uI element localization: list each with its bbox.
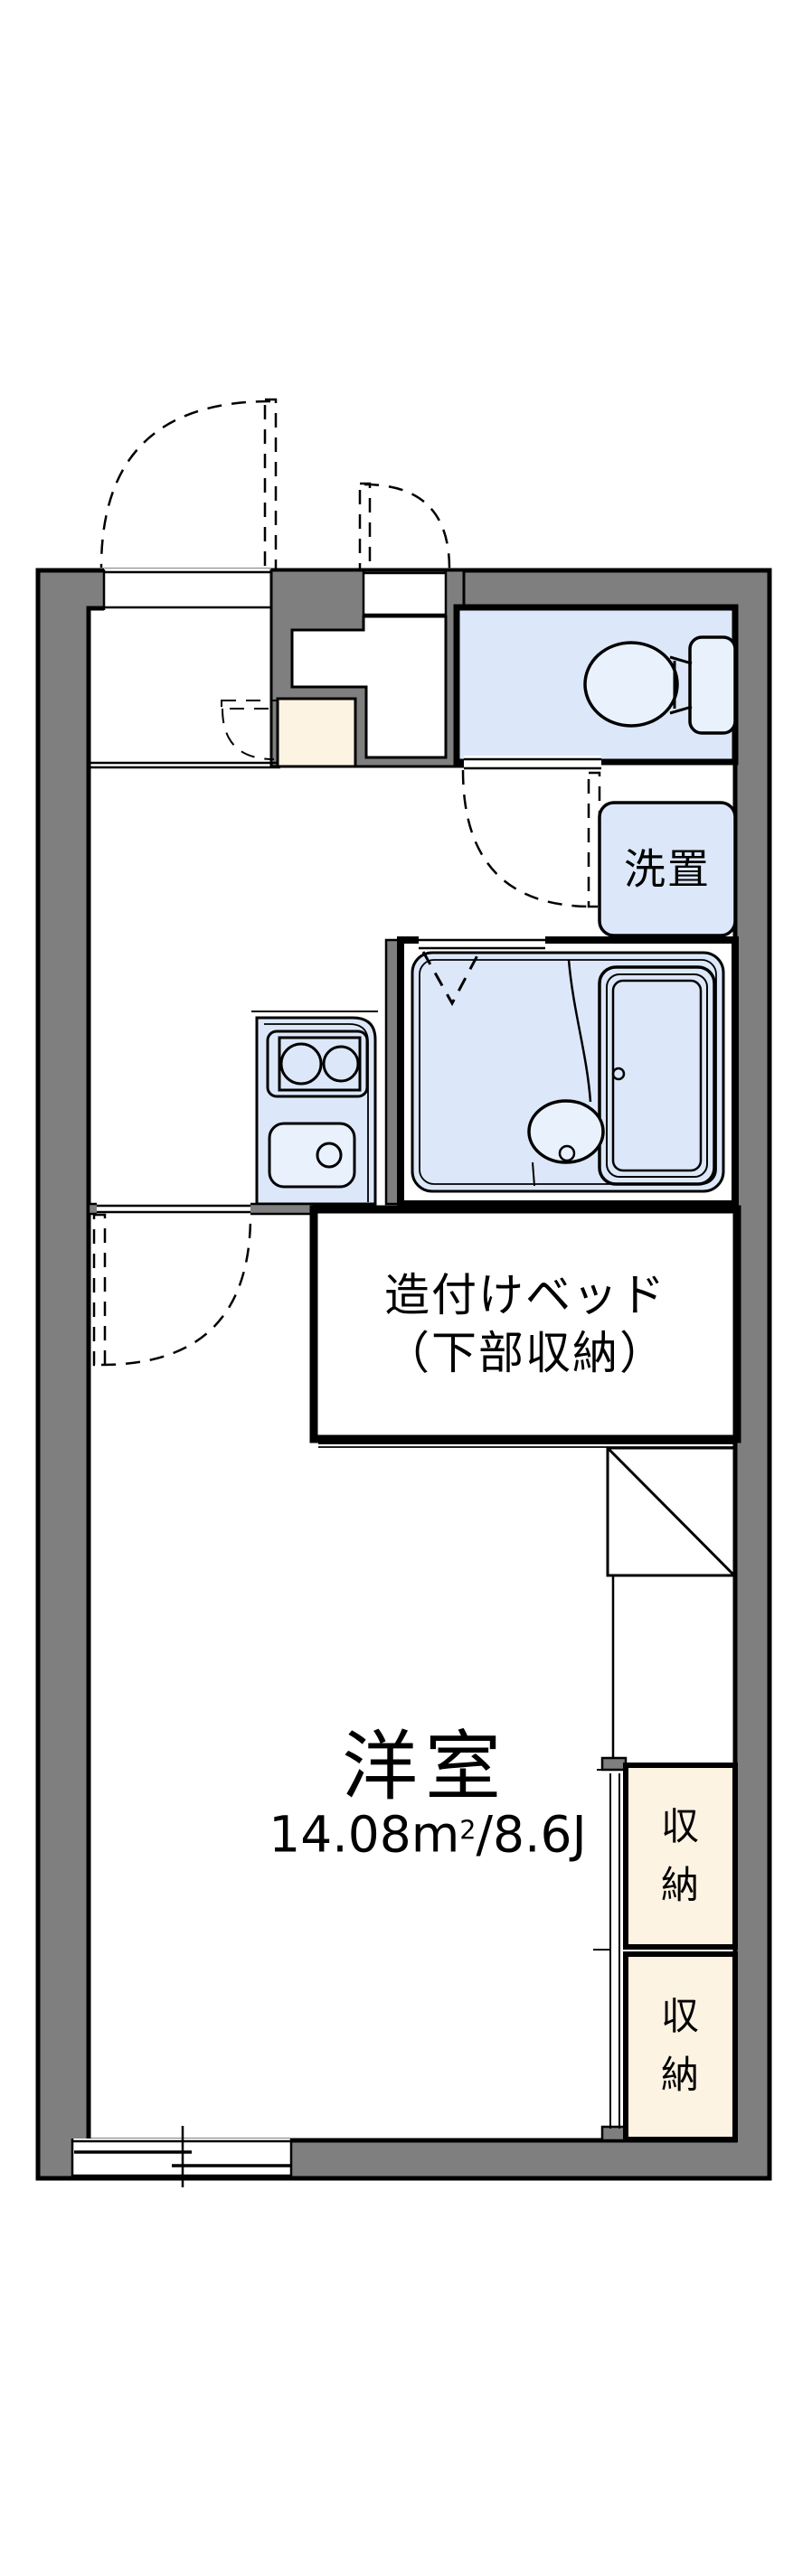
closet-lower-label: 収 納 (661, 1987, 699, 2104)
bathroom-door-opening (419, 933, 545, 950)
laundry-space (598, 801, 737, 937)
bathroom-folding-door (421, 951, 479, 1007)
main-room-name: 洋室 (341, 1722, 509, 1811)
toilet-door-leaf (587, 771, 601, 908)
bed-label-line2: （下部収納） (384, 1326, 666, 1379)
service-door-leaf (358, 482, 372, 571)
washbasin-stand-line (532, 1161, 535, 1187)
area-base: 14.08m (269, 1805, 460, 1864)
service-doorway-lines (362, 570, 448, 616)
toilet-bowl (583, 641, 679, 728)
bathroom-door-opening-lines (419, 938, 545, 950)
entrance-door-arc (99, 400, 271, 569)
room-door-opening-lines (97, 1204, 250, 1214)
bed-box-bottom-lines (318, 1443, 735, 1448)
room-door-opening (97, 1201, 250, 1217)
service-door-arc (364, 483, 451, 569)
toilet-door-opening-lines (464, 757, 601, 770)
closet-upper-char2: 納 (660, 1863, 700, 1907)
entrance-nook (290, 615, 448, 759)
bathroom-floor-inner (419, 959, 717, 1185)
closet-lower-char1: 収 (660, 1993, 700, 2038)
shoe-cabinet (276, 697, 357, 768)
bathtub-outer (598, 965, 716, 1186)
room-door-arc (100, 1215, 252, 1367)
kitchen-sink (268, 1122, 356, 1189)
bathtub-mid (606, 973, 708, 1178)
closet-wall-stub-bottom (600, 2125, 628, 2142)
bed-box (309, 1205, 741, 1443)
shoe-cabinet-door-arc (222, 708, 275, 760)
entrance-door-leaf (263, 398, 278, 571)
area-rest: /8.6J (476, 1805, 587, 1864)
main-room-area: 14.08m2/8.6J (269, 1804, 586, 1866)
kitchen-sink-drain (316, 1142, 343, 1169)
closet-lower-box (623, 1951, 738, 2142)
closet-sliding-doors (593, 1769, 624, 2129)
bed-label-line1: 造付けベッド (384, 1268, 666, 1321)
toilet-tank (688, 635, 737, 735)
closet-wall-stub-top (600, 1756, 628, 1772)
closet-lower-char2: 納 (660, 2053, 700, 2097)
bath-counter-curve (567, 959, 592, 1103)
toilet-door-arc (461, 769, 593, 908)
stove-burner-right (322, 1045, 360, 1083)
room-door-leaf (92, 1213, 107, 1367)
closet-upper-label: 収 納 (661, 1797, 699, 1914)
stove-inner (278, 1036, 362, 1092)
washbasin (527, 1099, 605, 1164)
service-doorway (364, 572, 446, 616)
stove-burner-left (279, 1042, 323, 1086)
shoe-cabinet-door-leaf (221, 700, 279, 710)
fridge-space-diagonal (606, 1446, 736, 1577)
closet-upper-char1: 収 (660, 1803, 700, 1848)
washbasin-drain (558, 1144, 576, 1162)
area-superscript: 2 (459, 1814, 477, 1846)
laundry-label: 洗置 (624, 844, 711, 894)
entrance-opening-lines (102, 569, 273, 610)
entrance-opening (104, 569, 271, 611)
bathtub-drain (611, 1067, 626, 1081)
toilet-connectors (669, 655, 693, 715)
closet-upper-box (623, 1763, 738, 1950)
genkan-step-lines (89, 761, 280, 769)
